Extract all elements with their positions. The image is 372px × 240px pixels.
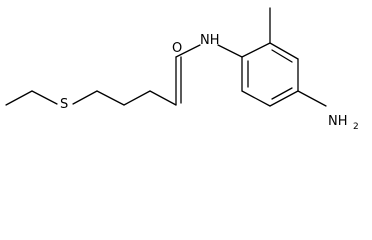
bond-ethyl-ch2-s xyxy=(31,90,58,105)
bond-chain-1 xyxy=(96,90,125,106)
ring-bond-1 xyxy=(241,42,271,58)
ring-bond-5 xyxy=(241,90,271,107)
bond-carbonyl-nh xyxy=(175,44,201,58)
bond-chain-2 xyxy=(123,90,151,106)
bond-ethyl-ch3-ch2 xyxy=(5,90,33,106)
ring-bond-2 xyxy=(269,42,299,60)
sulfur-label: S xyxy=(60,97,68,112)
ring-inner-bond-2 xyxy=(271,87,293,100)
amine-subscript: 2 xyxy=(353,122,359,132)
chemical-structure: O NH S NH 2 xyxy=(5,7,359,132)
bond-ring-nh2 xyxy=(297,90,327,107)
amide-nh-label: NH xyxy=(200,33,220,48)
oxygen-label: O xyxy=(172,41,182,56)
bond-nh-ring xyxy=(217,44,243,58)
bond-s-ch2 xyxy=(72,90,98,105)
ring-inner-bond-1 xyxy=(271,49,293,63)
amine-label: NH xyxy=(328,114,348,129)
bond-chain-to-carbonyl xyxy=(149,90,177,106)
ring-bond-4 xyxy=(269,90,299,107)
